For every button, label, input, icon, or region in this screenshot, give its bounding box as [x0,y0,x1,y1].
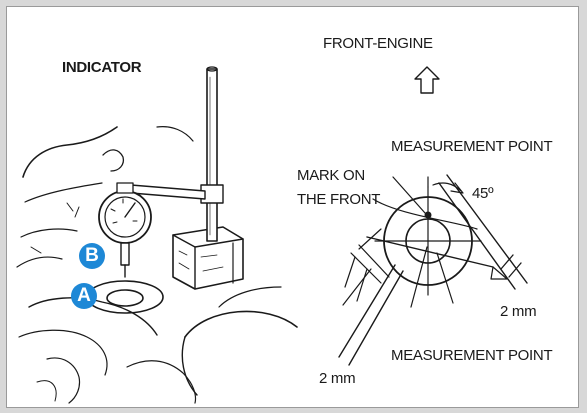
badge-b: B [79,243,105,269]
badge-a: A [71,283,97,309]
angle-label: 45º [472,185,494,202]
up-arrow-outline-icon [414,66,440,94]
dimension-left-label: 2 mm [319,370,356,387]
measurement-point-top-label: MEASUREMENT POINT [391,138,553,155]
mark-on-front-label-line1: MARK ON [297,167,365,184]
diagram-frame: INDICATOR FRONT-ENGINE MARK ON THE FRONT… [6,6,579,408]
dial-indicator-illustration [16,66,298,404]
diagram-panel: INDICATOR FRONT-ENGINE MARK ON THE FRONT… [7,7,578,407]
mark-on-front-label-line2: THE FRONT [297,191,381,208]
front-engine-label: FRONT-ENGINE [323,35,433,52]
dimension-right-label: 2 mm [500,303,537,320]
measurement-point-bottom-label: MEASUREMENT POINT [391,347,553,364]
indicator-label: INDICATOR [62,59,142,76]
